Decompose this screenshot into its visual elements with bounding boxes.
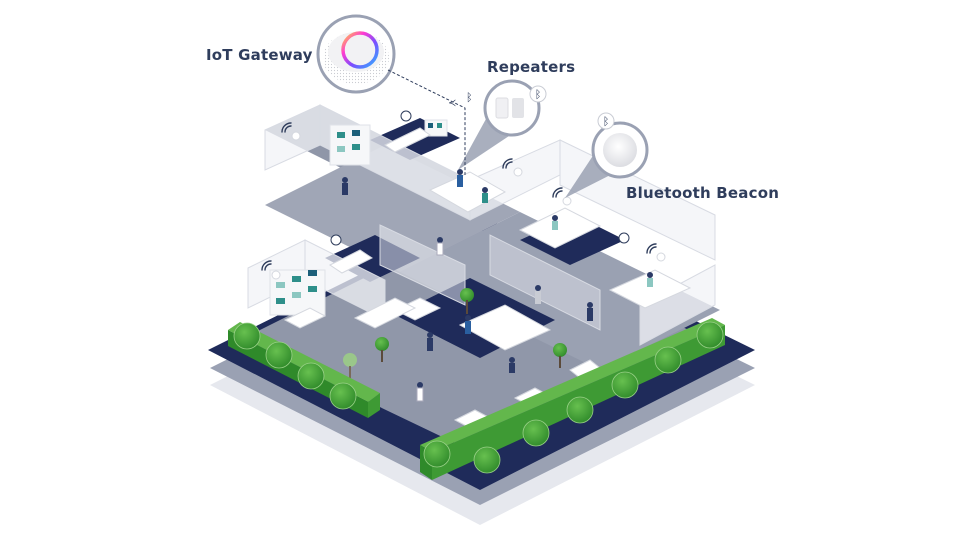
wall-clocks xyxy=(330,110,630,246)
desk-row-2 xyxy=(608,269,692,309)
wifi-signal-icon xyxy=(502,158,513,169)
repeater-device-icon xyxy=(495,97,509,119)
gateway-device-icon xyxy=(341,31,379,69)
potted-plants xyxy=(343,288,567,378)
lounge-sofa xyxy=(329,249,373,274)
repeaters-callout: ᛒ xyxy=(458,79,547,170)
wall-beacons xyxy=(271,131,666,280)
desk-small xyxy=(283,307,327,329)
signal-arrow-icon: ≺ xyxy=(448,98,456,109)
repeater-device-icon xyxy=(512,98,524,118)
shelves xyxy=(269,119,448,316)
wifi-signal-icon xyxy=(646,243,657,254)
lounge-table xyxy=(393,297,442,321)
people xyxy=(342,169,653,402)
reception-desk xyxy=(458,304,552,351)
desk-left xyxy=(353,297,417,329)
bluetooth-icon: ᛒ xyxy=(535,88,542,101)
wifi-signal-icon xyxy=(261,260,272,271)
desk-row-1 xyxy=(518,207,602,249)
gateway-label: IoT Gateway xyxy=(206,46,313,64)
wifi-signal-icon xyxy=(281,122,292,133)
bluetooth-beacon-label: Bluetooth Beacon xyxy=(626,184,780,202)
beacon-device-icon xyxy=(603,133,637,167)
hedge-right xyxy=(420,318,725,480)
wifi-signal-icons xyxy=(261,122,657,271)
wifi-signal-icon xyxy=(552,187,563,198)
bluetooth-icon: ᛒ xyxy=(603,115,610,128)
sofa xyxy=(384,127,431,153)
bluetooth-icon: ᛒ xyxy=(466,91,473,104)
beacon-callout: ᛒ xyxy=(565,112,649,198)
gateway-connection: ᛒ ≺ xyxy=(387,69,473,175)
gateway-callout xyxy=(316,14,396,94)
repeaters-label: Repeaters xyxy=(487,58,576,76)
hedge-left xyxy=(228,322,380,418)
furniture xyxy=(283,127,692,429)
